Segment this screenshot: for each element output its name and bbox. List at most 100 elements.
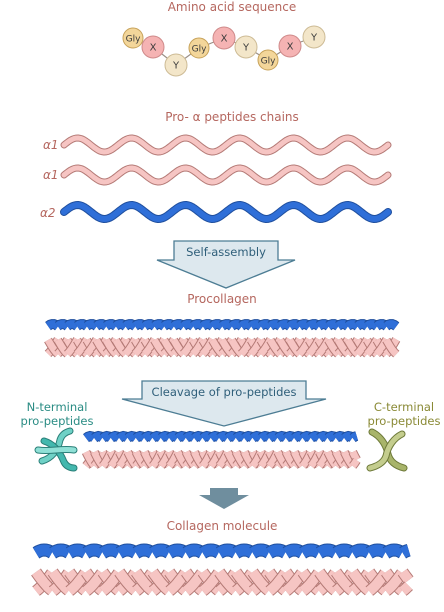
amino-acid-bead-8: Y [302, 25, 326, 49]
cleaved-strand-segment [83, 430, 97, 443]
collagen-strand-segment [65, 543, 89, 559]
procollagen-strand-segment [382, 337, 400, 358]
chain-label-alpha1-b: α1 [43, 168, 59, 182]
procollagen-strand-segment [354, 319, 371, 331]
cleaved-strand-segment [308, 430, 322, 443]
procollagen-strand-segment [248, 319, 264, 331]
collagen-strand-segment [149, 543, 172, 559]
cleaved-strand-segment [191, 430, 206, 443]
amino-acid-title: Amino acid sequence [168, 0, 297, 14]
collagen-triple-helix [31, 543, 414, 596]
collagen-strand-segment [315, 543, 339, 559]
procollagen-strand-segment [161, 319, 177, 331]
procollagen-strand-segment [228, 319, 245, 331]
collagen-strand-segment [349, 543, 372, 559]
collagen-strand-segment [32, 543, 56, 559]
collagen-strand-segment [99, 543, 122, 559]
collagen-strand-segment [314, 568, 340, 596]
amino-acid-bead-label-8: Y [310, 33, 318, 44]
procollagen-strand-segment [112, 319, 129, 331]
amino-acid-bead-label-5: Y [242, 43, 250, 54]
cleaved-strand-segment [124, 430, 139, 443]
amino-acid-bead-5: Y [234, 35, 258, 59]
cleaved-strand-segment [216, 430, 231, 443]
chain-label-alpha2: α2 [40, 206, 56, 220]
chain-label-alpha1-a: α1 [43, 138, 59, 152]
collagen-strand-segment [47, 568, 73, 596]
procollagen-strand-segment [325, 319, 342, 331]
pro-alpha-chain-2 [60, 201, 392, 223]
collagen-strand-segment [265, 543, 289, 559]
cleaved-strand-segment [174, 430, 189, 443]
procollagen-strand-segment [383, 319, 400, 331]
procollagen-strand-segment [141, 319, 158, 331]
cleaved-strand-segment [133, 430, 147, 443]
procollagen-strand-segment [257, 319, 274, 331]
amino-acid-bead-label-1: X [150, 43, 157, 54]
n-terminal-propeptide-icon [34, 427, 78, 472]
procollagen-strand-segment [286, 319, 303, 331]
pro-alpha-chain-1 [60, 164, 392, 186]
c-terminal-propeptide-icon [366, 428, 408, 472]
amino-acid-bead-label-0: Gly [126, 35, 141, 45]
collagen-strand-segment [215, 543, 239, 559]
procollagen-strand-segment [364, 319, 380, 331]
pro-alpha-chains [60, 134, 392, 223]
cleaved-strand-segment [291, 430, 306, 443]
cleaved-strand-segment [199, 430, 214, 443]
c-terminal-label-line1: C-terminal [374, 400, 434, 414]
amino-acid-bead-3: Gly [188, 37, 210, 59]
cleaved-strand-segment [348, 449, 361, 462]
cleaved-strand-segment [266, 430, 281, 443]
procollagen-strand-segment [93, 319, 110, 331]
collagen-strand-segment [31, 568, 56, 596]
collagen-strand-segment [49, 543, 72, 559]
cleaved-strand-segment [116, 430, 131, 443]
collagen-strand-segment [331, 568, 356, 596]
cleavage-label: Cleavage of pro-peptides [152, 385, 297, 399]
procollagen-triple-helix [44, 319, 401, 358]
procollagen-strand-segment [151, 319, 168, 331]
procollagen-strand-segment [74, 319, 90, 331]
amino-acid-bead-2: Y [164, 53, 188, 77]
procollagen-strand-segment [306, 319, 322, 331]
collagen-strand-segment [214, 568, 240, 596]
maturation-arrow [199, 488, 249, 509]
c-terminal-label-line2: pro-peptides [368, 414, 441, 428]
collagen-strand-segment [231, 568, 256, 596]
procollagen-strand-segment [344, 319, 361, 331]
procollagen-strand-segment [45, 319, 61, 331]
cleaved-strand-segment [241, 430, 256, 443]
amino-acid-bead-label-2: Y [172, 61, 180, 72]
cleaved-strand-segment [158, 430, 172, 443]
cleaved-strand-segment [224, 430, 239, 443]
procollagen-strand-segment [132, 319, 148, 331]
collagen-strand-segment [397, 568, 414, 584]
cleaved-strand-segment [99, 430, 114, 443]
procollagen-strand-segment [296, 319, 313, 331]
cleaved-strand-segment [91, 430, 106, 443]
cleaved-strand-segment [333, 430, 347, 443]
cleaved-strand-segment [183, 430, 197, 443]
cleaved-strand-segment [233, 430, 247, 443]
amino-acid-bead-label-6: Gly [261, 57, 276, 67]
collagen-strand-segment [147, 568, 173, 596]
collagen-strand-segment [282, 543, 306, 559]
amino-acid-bead-1: X [141, 35, 165, 59]
pro-alpha-title: Pro- α peptides chains [165, 110, 299, 124]
collagen-strand-segment [365, 543, 389, 559]
n-terminal-label-line2: pro-peptides [21, 414, 94, 428]
collagen-strand-segment [347, 568, 373, 596]
amino-acid-bead-7: X [278, 34, 302, 58]
cleaved-strand-segment [341, 430, 356, 443]
cleaved-triple-helix [81, 430, 361, 469]
self-assembly-label: Self-assembly [186, 245, 266, 259]
procollagen-strand-segment [103, 319, 119, 331]
amino-acid-bead-label-3: Gly [192, 45, 207, 55]
cleaved-strand-segment [166, 430, 181, 443]
procollagen-strand-segment [54, 319, 71, 331]
collagen-strand-segment [247, 568, 273, 596]
cleaved-strand-segment [283, 430, 297, 443]
cleaved-strand-segment [349, 457, 361, 469]
